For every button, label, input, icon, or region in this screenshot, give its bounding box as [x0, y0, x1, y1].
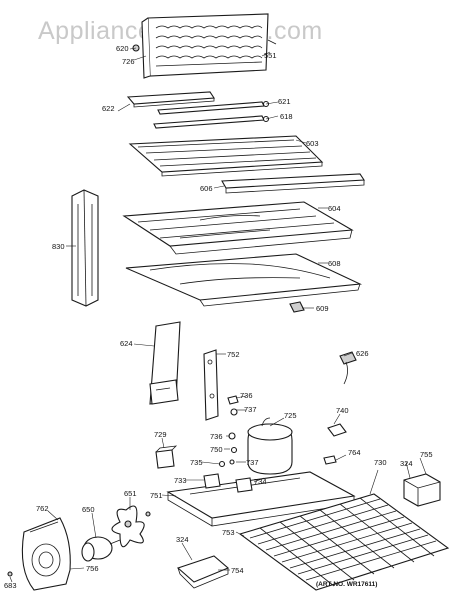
label-733: 733	[174, 476, 187, 485]
label-626: 626	[356, 349, 369, 358]
clip-609	[289, 301, 305, 313]
compressor-725	[247, 417, 293, 475]
air-duct-624	[149, 321, 181, 405]
label-735: 735	[190, 458, 203, 467]
thermostat-626	[339, 351, 357, 385]
shelf-bracket-606	[221, 173, 365, 194]
evaporator-coil-assembly	[132, 13, 277, 79]
label-753: 753	[222, 528, 235, 537]
label-324-right: 324	[400, 459, 413, 468]
label-606: 606	[200, 184, 213, 193]
terminal-parts	[203, 460, 253, 493]
label-762: 762	[36, 504, 49, 513]
label-551: 551	[264, 51, 277, 60]
leader-lines	[9, 47, 427, 583]
label-755: 755	[420, 450, 433, 459]
fan-blade-651	[111, 505, 151, 548]
mounting-bracket-752	[203, 349, 219, 421]
label-650: 650	[82, 505, 95, 514]
label-750: 750	[210, 445, 223, 454]
label-324-lower: 324	[176, 535, 189, 544]
label-752: 752	[227, 350, 240, 359]
fan-motor-650	[81, 536, 121, 562]
grommet-736-737	[227, 395, 239, 416]
label-651: 651	[124, 489, 137, 498]
label-737-upper: 737	[244, 405, 257, 414]
label-751: 751	[150, 491, 163, 500]
tray-604	[122, 201, 354, 255]
art-number: (ART NO. WR17611)	[316, 581, 377, 588]
drain-pan-754	[176, 555, 230, 589]
label-726: 726	[122, 57, 135, 66]
label-740: 740	[336, 406, 349, 415]
label-830: 830	[52, 242, 65, 251]
evaporator-cover-plate	[126, 91, 215, 108]
label-734: 734	[254, 477, 267, 486]
drip-tray-608	[125, 253, 363, 307]
defrost-heater-rods	[153, 100, 270, 129]
side-rail-830	[71, 189, 99, 307]
label-618: 618	[280, 112, 293, 121]
label-609: 609	[316, 304, 329, 313]
label-756: 756	[86, 564, 99, 573]
label-624: 624	[120, 339, 133, 348]
part-labels: 620 726 551 622 621 618 603 606 604 830 …	[4, 44, 433, 590]
label-730: 730	[374, 458, 387, 467]
fan-shroud-756	[21, 517, 71, 591]
label-604: 604	[328, 204, 341, 213]
clip-764	[323, 455, 337, 465]
label-603: 603	[306, 139, 319, 148]
bracket-755	[403, 473, 441, 507]
label-608: 608	[328, 259, 341, 268]
screw-683	[7, 571, 13, 577]
label-725: 725	[284, 411, 297, 420]
relay-clip-740	[327, 423, 347, 437]
grommet-set-lower	[228, 432, 238, 465]
label-622: 622	[102, 104, 115, 113]
label-683: 683	[4, 581, 17, 590]
label-736-upper: 736	[240, 391, 253, 400]
relay-729	[155, 445, 178, 469]
condenser-coil-730	[238, 493, 450, 591]
shelf-603	[128, 135, 324, 177]
label-621: 621	[278, 97, 291, 106]
label-737-lower: 737	[246, 458, 259, 467]
label-764: 764	[348, 448, 361, 457]
label-729: 729	[154, 430, 167, 439]
label-754: 754	[231, 566, 244, 575]
label-736-lower: 736	[210, 432, 223, 441]
label-620: 620	[116, 44, 129, 53]
